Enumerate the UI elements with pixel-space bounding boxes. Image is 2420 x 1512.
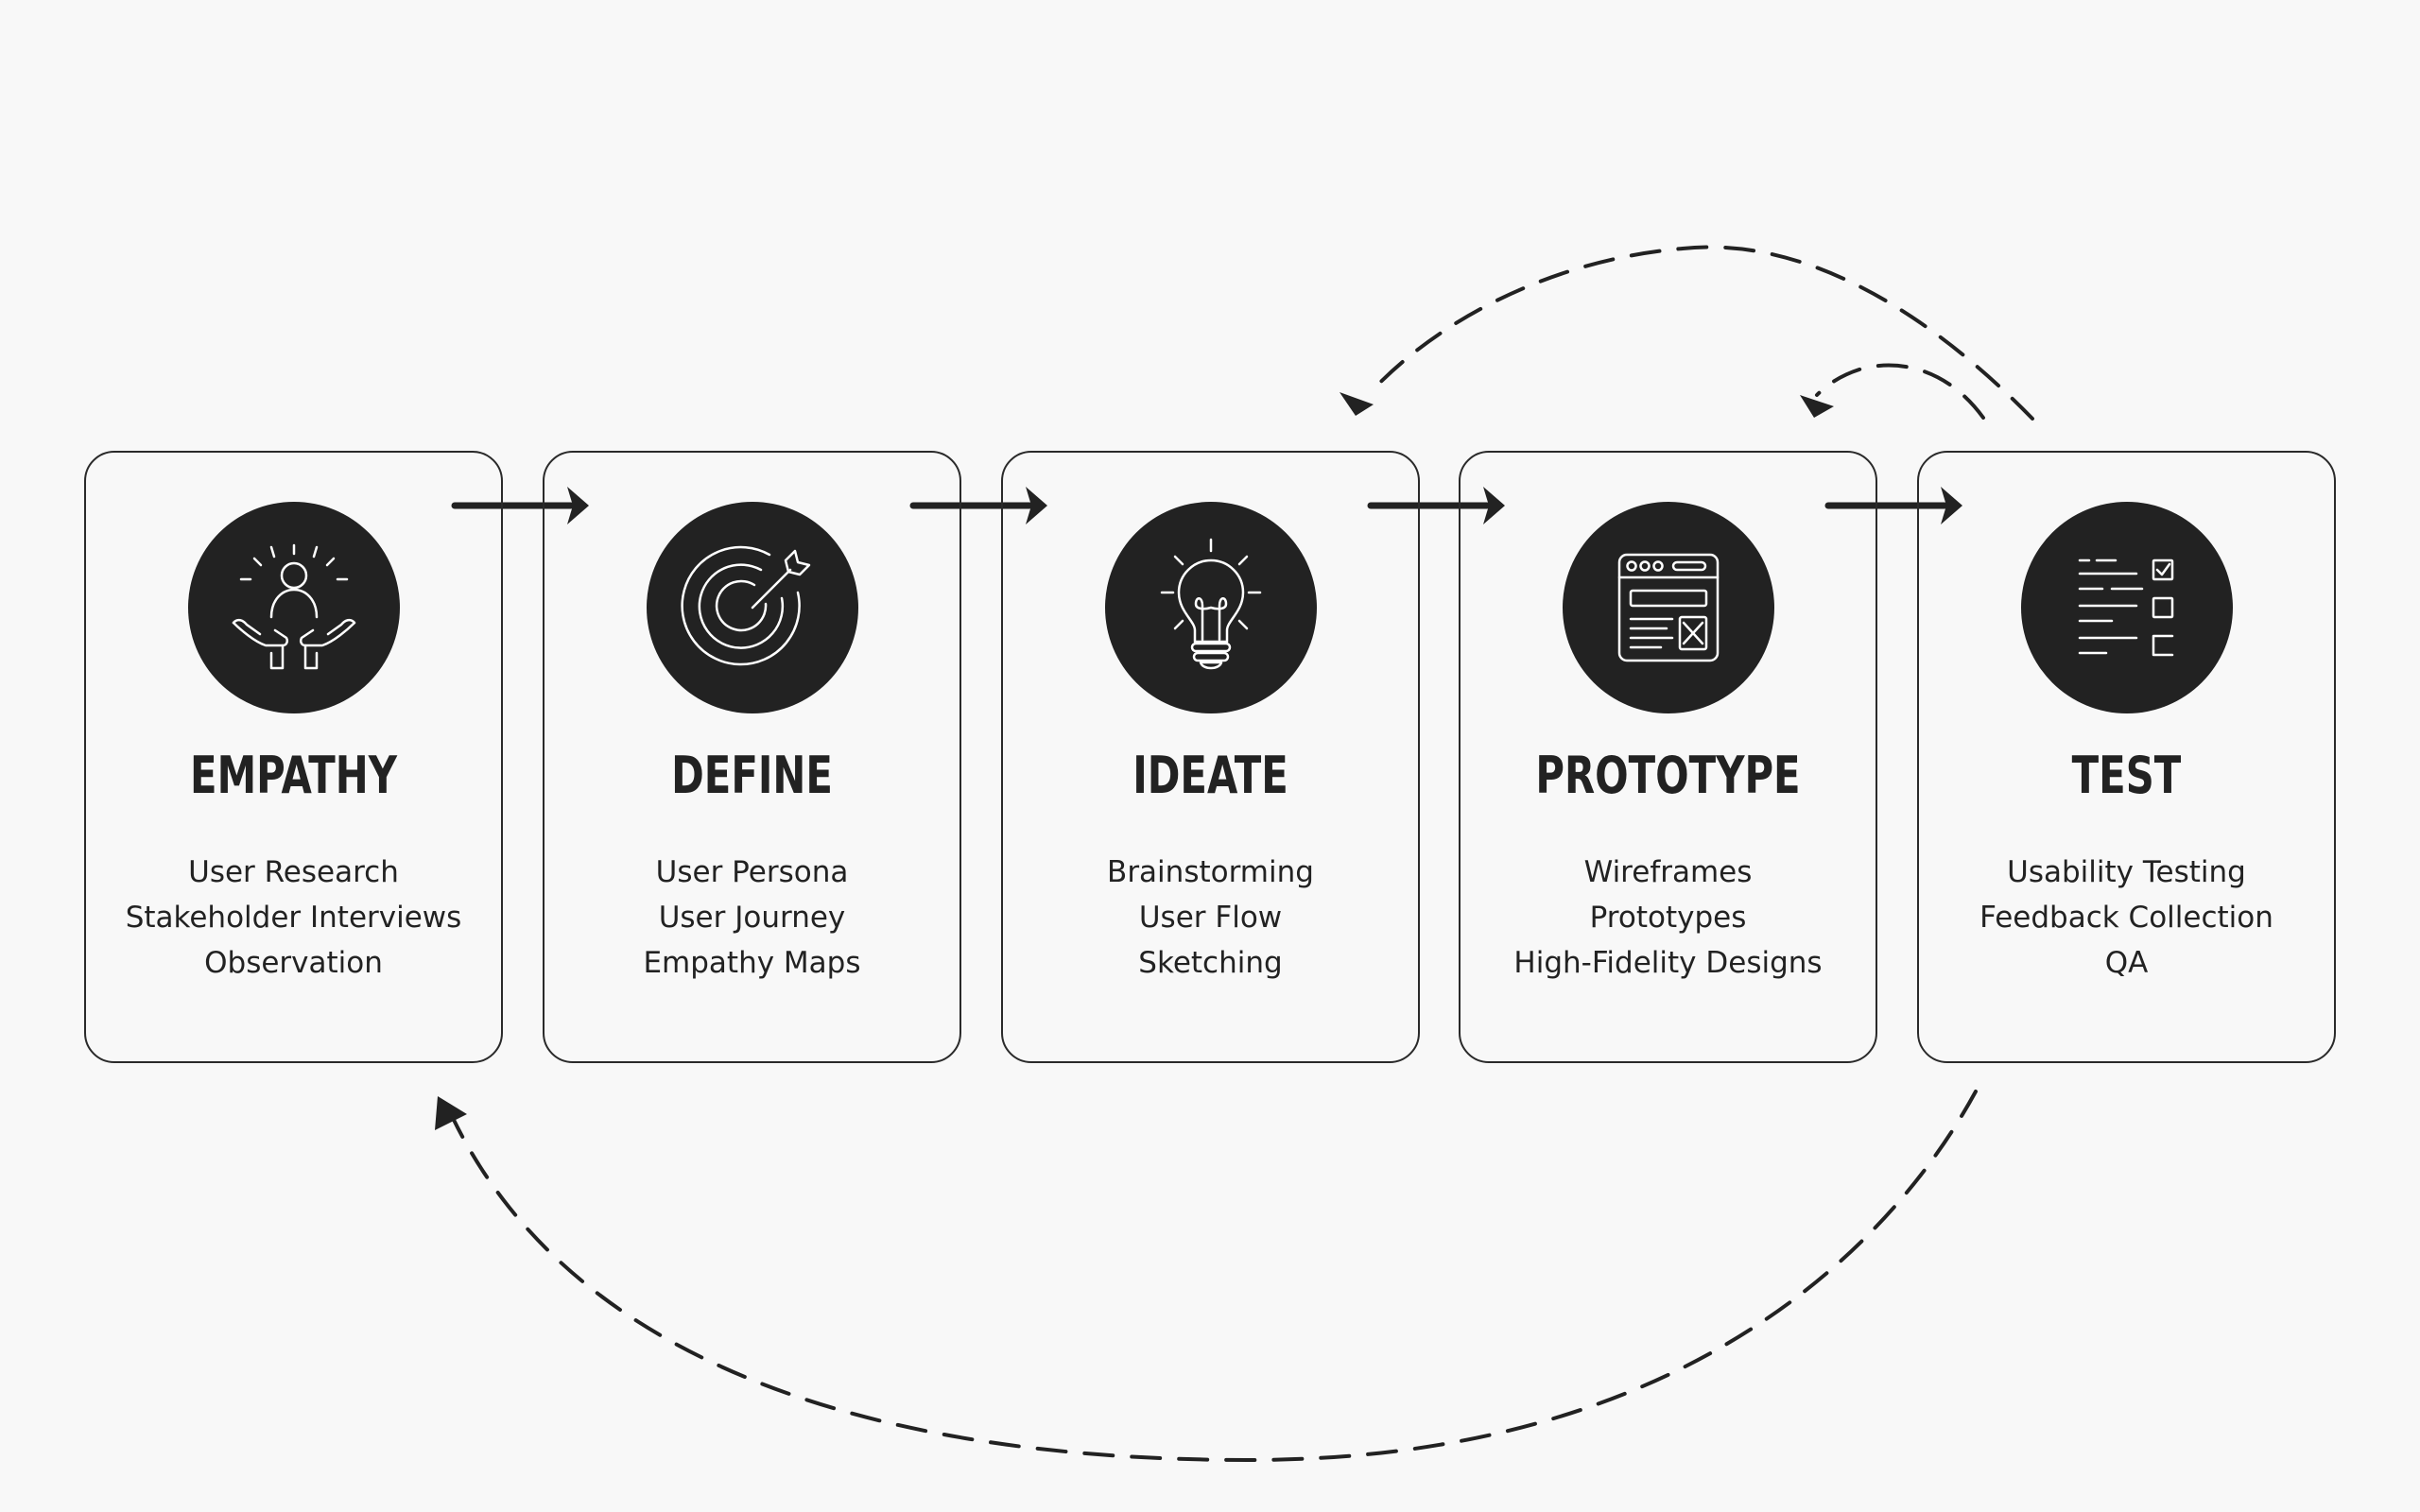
activity-item: User Flow	[1138, 901, 1283, 935]
activity-item: User Persona	[655, 855, 849, 889]
arrowhead-loop-ideate	[1340, 392, 1374, 416]
arrowhead-prototype	[1483, 487, 1505, 524]
icon-badge-define	[646, 502, 858, 713]
stage-card-prototype: PROTOTYPE Wireframes Prototypes High-Fid…	[1459, 451, 1877, 1063]
activity-item: User Research	[188, 855, 399, 889]
lightbulb-icon	[1160, 538, 1261, 670]
stage-activities: Brainstorming User Flow Sketching	[1003, 850, 1418, 986]
target-icon	[680, 545, 810, 666]
activity-item: Stakeholder Interviews	[125, 901, 462, 935]
arrowhead-loop-prototype	[1800, 395, 1834, 418]
checklist-icon	[2078, 558, 2173, 657]
stage-title: PROTOTYPE	[1535, 746, 1801, 805]
activity-item: Observation	[204, 946, 383, 980]
icon-badge-test	[2020, 502, 2233, 713]
arrowhead-test	[1941, 487, 1962, 524]
icon-badge-empathy	[187, 502, 400, 713]
stage-card-empathy: EMPATHY User Research Stakeholder Interv…	[84, 451, 503, 1063]
stage-title: IDEATE	[1132, 746, 1288, 805]
person-hands-icon	[232, 543, 355, 670]
stage-title: EMPATHY	[190, 746, 397, 805]
stage-activities: Wireframes Prototypes High-Fidelity Desi…	[1461, 850, 1876, 986]
icon-badge-prototype	[1562, 502, 1774, 713]
activity-item: Empathy Maps	[643, 946, 861, 980]
stage-activities: Usability Testing Feedback Collection QA	[1919, 850, 2334, 986]
activity-item: Wireframes	[1583, 855, 1753, 889]
stage-activities: User Research Stakeholder Interviews Obs…	[86, 850, 501, 986]
stage-card-ideate: IDEATE Brainstorming User Flow Sketching	[1001, 451, 1420, 1063]
activity-item: QA	[2104, 946, 2149, 980]
arrowhead-define	[567, 487, 589, 524]
loop-test-to-ideate	[1369, 245, 2034, 421]
activity-item: Brainstorming	[1107, 855, 1314, 889]
activity-item: Sketching	[1138, 946, 1283, 980]
arrowhead-loop-empathy	[435, 1096, 467, 1130]
loop-test-to-empathy	[452, 1090, 1978, 1463]
stage-title: DEFINE	[671, 746, 833, 805]
arrowhead-ideate	[1026, 487, 1047, 524]
loop-test-to-prototype	[1815, 363, 1985, 420]
activity-item: High-Fidelity Designs	[1513, 946, 1823, 980]
stage-title: TEST	[2071, 746, 2182, 805]
activity-item: Usability Testing	[2007, 855, 2246, 889]
activity-item: User Journey	[658, 901, 846, 935]
activity-item: Prototypes	[1589, 901, 1747, 935]
stage-card-test: TEST Usability Testing Feedback Collecti…	[1917, 451, 2336, 1063]
wireframe-window-icon	[1617, 553, 1719, 662]
stage-card-define: DEFINE User Persona User Journey Empathy…	[543, 451, 961, 1063]
icon-badge-ideate	[1104, 502, 1317, 713]
activity-item: Feedback Collection	[1979, 901, 2273, 935]
stage-activities: User Persona User Journey Empathy Maps	[544, 850, 959, 986]
